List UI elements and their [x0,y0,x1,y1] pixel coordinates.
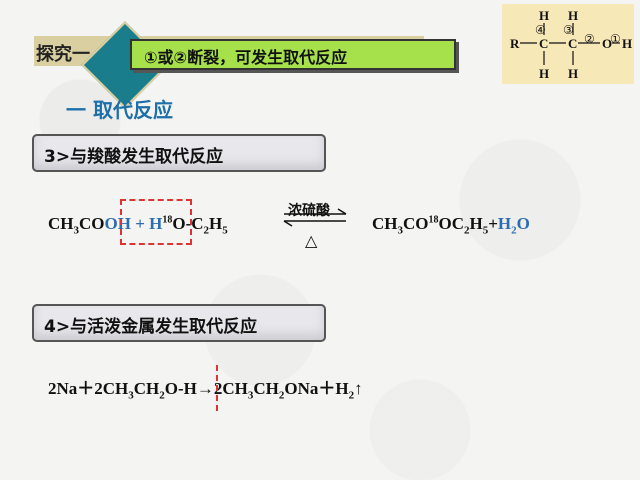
structure-svg: R C C O H H H H H ④ ③ ② ① [510,8,632,81]
struct-o: O [602,36,612,51]
struct-h-bot2: H [568,66,578,81]
equilibrium-arrow [283,208,347,227]
header-banner: 探究一 ①或②断裂，可发生取代反应 [34,21,456,109]
reaction3-label-box: 3>与羧酸发生取代反应 [32,134,326,172]
reaction4-label: 4>与活泼金属发生取代反应 [44,317,258,337]
reaction4-equation: 2Na＋2CH3CH2O-H→2CH3CH2ONa＋H2↑ [48,379,363,402]
reaction4-label-box: 4>与活泼金属发生取代反应 [32,304,326,342]
struct-c2: C [568,36,577,51]
reaction3-right-side: CH3CO18OC2H5+H2O [372,214,530,237]
structure-diagram: R C C O H H H H H ④ ③ ② ① [502,4,634,84]
section-title: 一 取代反应 [66,98,173,122]
heat-symbol: △ [305,233,318,250]
struct-circle-4: ④ [535,23,546,37]
reaction3-label: 3>与羧酸发生取代反应 [44,147,224,167]
explore-label: 探究一 [36,44,90,65]
header-text: ①或②断裂，可发生取代反应 [144,48,348,67]
struct-c1: C [539,36,548,51]
catalyst-label: 浓硫酸 [288,203,330,219]
reaction3-left-side: CH3COOH + H18O-C2H5 [48,214,228,237]
struct-circle-2: ② [584,32,595,46]
struct-circle-1: ① [610,32,621,46]
header-box: ①或②断裂，可发生取代反应 [130,39,456,70]
struct-h-top1: H [539,8,549,23]
bond-break-box [120,199,192,245]
struct-circle-3: ③ [563,23,574,37]
bond-break-line [216,365,218,411]
struct-h-end: H [622,36,632,51]
struct-h-top2: H [568,8,578,23]
struct-bonds [520,23,620,65]
struct-r: R [510,36,520,51]
struct-h-bot1: H [539,66,549,81]
